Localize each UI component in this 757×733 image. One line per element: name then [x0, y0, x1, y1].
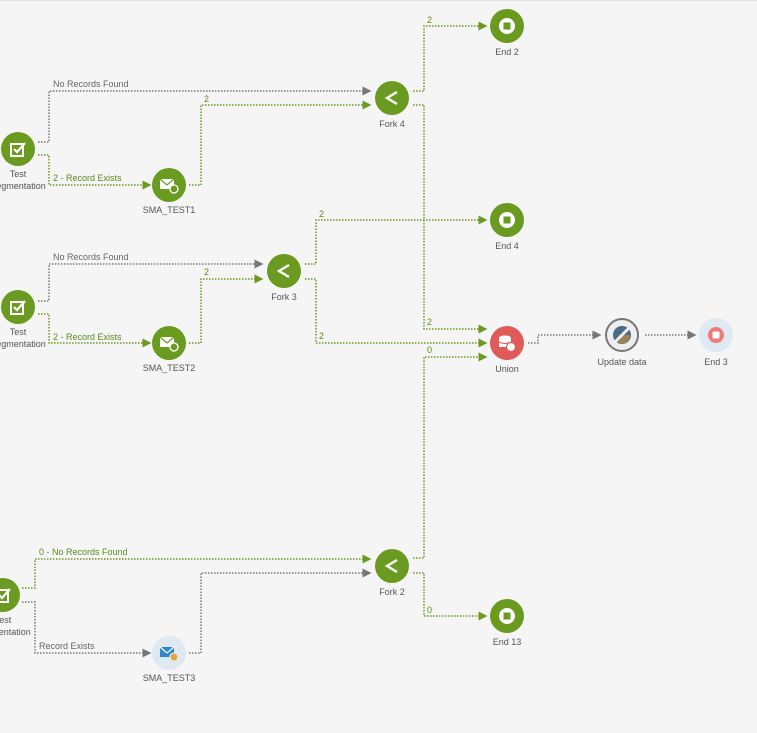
stop-icon [708, 327, 724, 343]
stop-icon [499, 608, 515, 624]
edge-t2-no [38, 259, 264, 302]
edge-fork4-union [413, 104, 488, 334]
sma-test2-node[interactable] [152, 326, 186, 360]
node-label: End 3 [704, 357, 728, 367]
database-union-icon [498, 335, 517, 353]
edge-label: 0 - No Records Found [39, 547, 128, 557]
sma-test1-node[interactable] [152, 168, 186, 202]
update-data-disabled-icon [612, 325, 632, 345]
node-label: SMA_TEST1 [142, 205, 196, 215]
update-data-node[interactable] [605, 318, 639, 352]
edge-label: 2 [427, 15, 433, 25]
end-4-node[interactable] [490, 203, 524, 237]
fork-4-node[interactable] [375, 81, 409, 115]
test-segmentation-node-1[interactable] [1, 132, 35, 166]
node-label: Union [495, 364, 519, 374]
edge-t3-no [22, 554, 372, 589]
edge-label: 2 - Record Exists [53, 332, 122, 342]
edge-label: 0 [427, 605, 433, 615]
node-label: Fork 2 [379, 587, 405, 597]
edge-fork3-end4 [305, 215, 488, 265]
fork-3-node[interactable] [267, 254, 301, 288]
node-label: Test Segmentation [0, 327, 46, 349]
edge-sma2-fork3 [189, 274, 264, 344]
node-label: Update data [597, 357, 647, 367]
edge-label: 2 [319, 209, 325, 219]
edge-fork3-union [305, 278, 488, 348]
edge-sma1-fork4 [189, 100, 372, 186]
email-refresh-icon [159, 646, 179, 662]
edge-t1-no [38, 86, 372, 143]
test-segmentation-node-3[interactable] [0, 578, 20, 612]
edge-sma3-fork2 [189, 568, 372, 654]
node-label: SMA_TEST2 [142, 363, 196, 373]
edge-label: 2 [427, 317, 433, 327]
fork-2-node[interactable] [375, 549, 409, 583]
edge-label: 2 [204, 267, 210, 277]
edge-fork4-end2 [413, 21, 488, 92]
edge-t3-yes [22, 601, 152, 658]
fork-icon [384, 90, 398, 106]
edge-label: 0 [427, 345, 433, 355]
fork-icon [276, 263, 290, 279]
node-label: Test Segmentation [0, 169, 46, 191]
edge-union-update [528, 330, 602, 344]
node-label: End 2 [495, 47, 519, 57]
checkbox-icon [10, 300, 26, 315]
test-segmentation-node-2[interactable] [1, 290, 35, 324]
checkbox-icon [0, 588, 11, 603]
edge-label: No Records Found [53, 79, 129, 89]
edge-label: 2 - Record Exists [53, 173, 122, 183]
fork-icon [384, 558, 398, 574]
edge-label: Record Exists [39, 641, 95, 651]
stop-icon [499, 212, 515, 228]
checkbox-icon [10, 142, 26, 157]
email-refresh-icon [159, 336, 179, 352]
sma-test3-node[interactable] [152, 636, 186, 670]
edge-t2-yes [38, 313, 152, 348]
end-3-node[interactable] [699, 318, 733, 352]
stop-icon [499, 18, 515, 34]
edge-t1-yes [38, 154, 152, 190]
edge-label: 2 [204, 94, 210, 104]
node-label: Test Segmentation [0, 615, 31, 637]
end-2-node[interactable] [490, 9, 524, 43]
email-refresh-icon [159, 178, 179, 194]
node-label: End 13 [492, 637, 522, 647]
node-label: Fork 3 [271, 292, 297, 302]
edge-label: 2 [319, 331, 325, 341]
union-node[interactable] [490, 326, 524, 360]
end-13-node[interactable] [490, 599, 524, 633]
edge-fork2-end13 [413, 572, 488, 621]
node-label: SMA_TEST3 [142, 673, 196, 683]
node-label: Fork 4 [379, 119, 405, 129]
node-label: End 4 [495, 241, 519, 251]
edge-label: No Records Found [53, 252, 129, 262]
edge-fork2-union [413, 352, 488, 559]
